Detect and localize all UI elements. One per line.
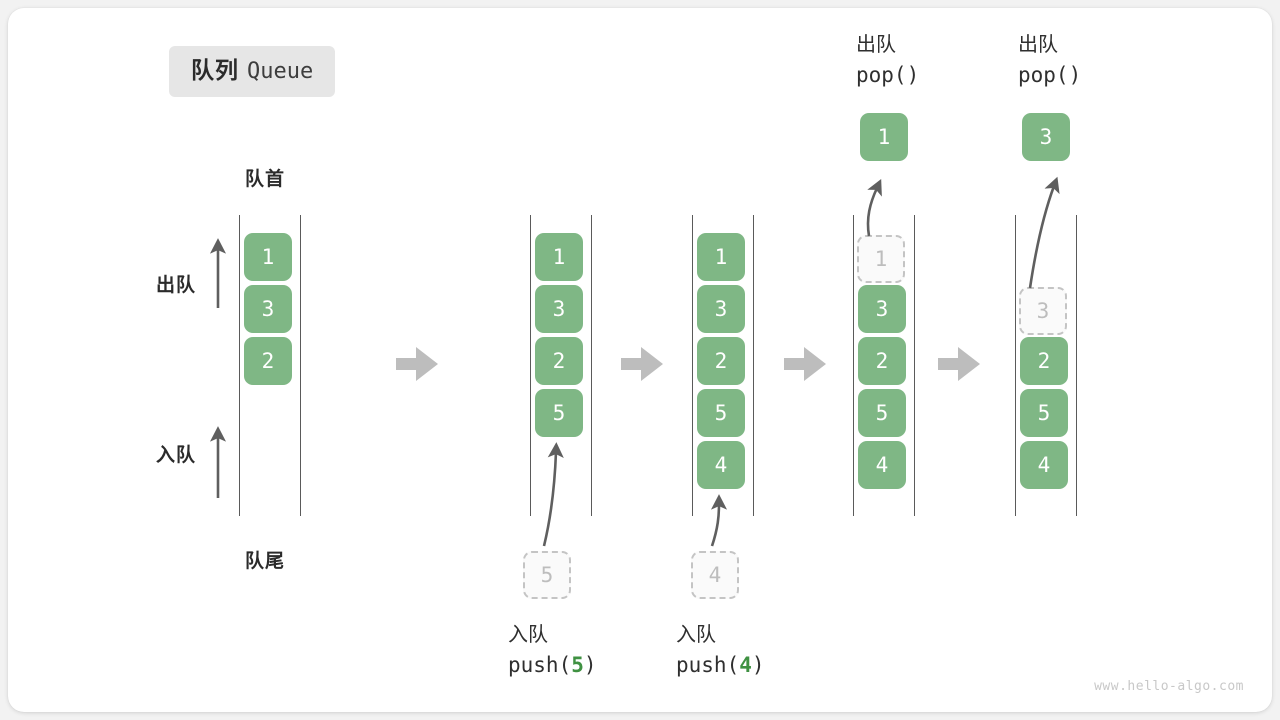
stage-caption-push-5: 入队 push(5)	[508, 621, 597, 680]
queue-cell: 2	[1020, 337, 1068, 385]
channel-rail-right	[591, 215, 592, 516]
outgoing-ghost-cell: 1	[857, 235, 905, 283]
caption-code: push(4)	[676, 650, 765, 680]
caption-code-arg: 4	[739, 653, 752, 677]
caption-cn: 入队	[508, 624, 548, 646]
stage-caption-push-4: 入队 push(4)	[676, 621, 765, 680]
channel-rail-right	[914, 215, 915, 516]
channel-rail-left	[1015, 215, 1016, 516]
queue-cell: 5	[1020, 389, 1068, 437]
queue-cell: 4	[1020, 441, 1068, 489]
caption-code-suffix: )	[751, 653, 765, 677]
caption-code-suffix: )	[1068, 63, 1082, 87]
pop-3-arrow	[1028, 176, 1060, 289]
caption-code-suffix: )	[583, 653, 597, 677]
queue-cell: 3	[697, 285, 745, 333]
stage-caption-pop-1: 出队 pop()	[856, 31, 919, 90]
caption-cn: 出队	[1018, 34, 1058, 56]
queue-cell: 1	[697, 233, 745, 281]
queue-cell: 2	[244, 337, 292, 385]
pop-1-arrow	[866, 179, 882, 237]
popped-cell: 1	[860, 113, 908, 161]
channel-rail-left	[853, 215, 854, 516]
queue-cell: 4	[858, 441, 906, 489]
diagram-card: 队列 Queue 队首 队尾 出队 入队 1 3 2 1 3 2 5 5 入队 p…	[8, 8, 1272, 712]
caption-code-prefix: pop(	[856, 63, 907, 87]
dequeue-direction-label: 出队	[156, 275, 197, 296]
queue-cell: 2	[535, 337, 583, 385]
caption-code-prefix: pop(	[1018, 63, 1069, 87]
caption-code-prefix: push(	[676, 653, 740, 677]
queue-cell: 1	[535, 233, 583, 281]
queue-cell: 3	[244, 285, 292, 333]
enqueue-direction-label: 入队	[156, 445, 197, 466]
push-5-arrow	[542, 442, 564, 547]
caption-code-arg: 5	[571, 653, 584, 677]
queue-cell: 2	[858, 337, 906, 385]
title-badge: 队列 Queue	[169, 46, 336, 97]
queue-cell: 5	[858, 389, 906, 437]
queue-cell: 5	[697, 389, 745, 437]
front-label: 队首	[245, 169, 286, 190]
queue-cell: 5	[535, 389, 583, 437]
caption-code-suffix: )	[906, 63, 920, 87]
incoming-ghost-cell: 4	[691, 551, 739, 599]
title-en: Queue	[247, 59, 314, 84]
channel-rail-left	[239, 215, 240, 516]
step-arrow	[396, 347, 438, 381]
caption-code: pop()	[856, 60, 919, 90]
step-arrow	[784, 347, 826, 381]
step-arrow	[938, 347, 980, 381]
rear-label: 队尾	[245, 551, 286, 572]
queue-cell: 3	[535, 285, 583, 333]
caption-code-prefix: push(	[508, 653, 572, 677]
channel-rail-left	[692, 215, 693, 516]
stage-caption-pop-3: 出队 pop()	[1018, 31, 1081, 90]
queue-cell: 2	[697, 337, 745, 385]
outgoing-ghost-cell: 3	[1019, 287, 1067, 335]
channel-rail-right	[1076, 215, 1077, 516]
title-cn: 队列	[191, 57, 239, 83]
queue-cell: 1	[244, 233, 292, 281]
channel-rail-left	[530, 215, 531, 516]
queue-cell: 3	[858, 285, 906, 333]
arrows-overlay	[209, 176, 1060, 547]
step-arrow	[621, 347, 663, 381]
push-4-arrow	[710, 494, 728, 547]
popped-cell: 3	[1022, 113, 1070, 161]
caption-code: pop()	[1018, 60, 1081, 90]
caption-cn: 出队	[856, 34, 896, 56]
diagram-stage: 队列 Queue 队首 队尾 出队 入队 1 3 2 1 3 2 5 5 入队 p…	[8, 8, 1272, 712]
channel-rail-right	[300, 215, 301, 516]
caption-cn: 入队	[676, 624, 716, 646]
caption-code: push(5)	[508, 650, 597, 680]
incoming-ghost-cell: 5	[523, 551, 571, 599]
watermark: www.hello-algo.com	[1094, 679, 1244, 694]
queue-cell: 4	[697, 441, 745, 489]
channel-rail-right	[753, 215, 754, 516]
